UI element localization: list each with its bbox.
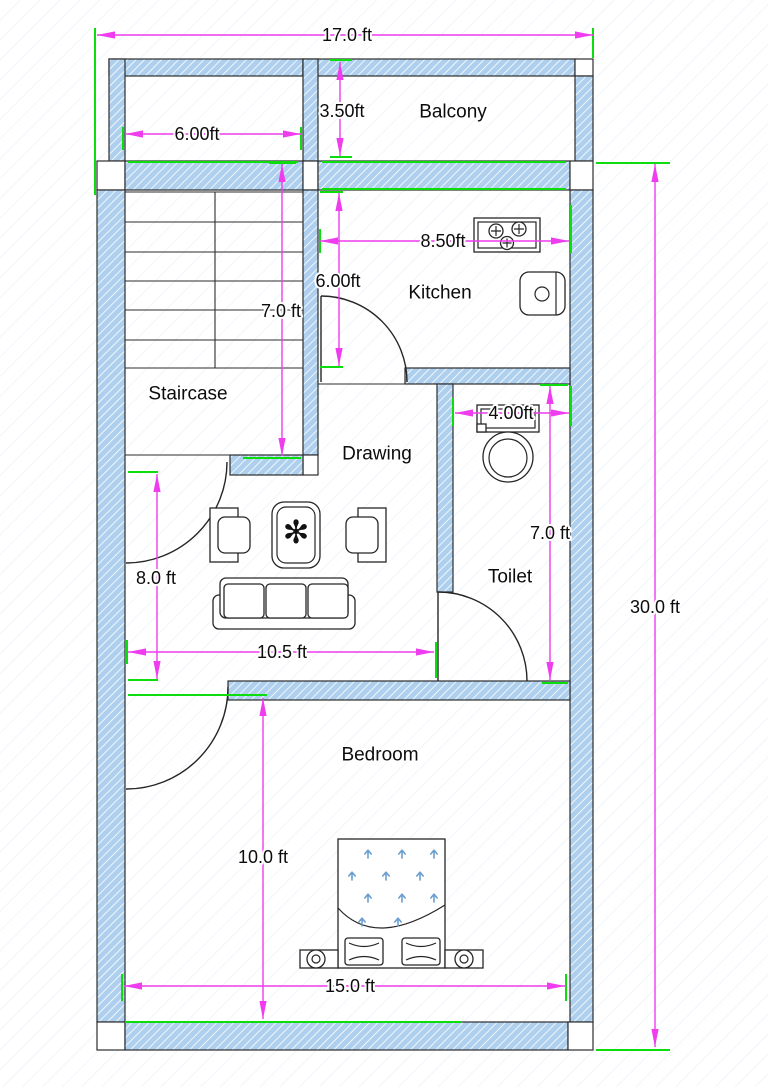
dim-drawing-height: 8.0 ft: [136, 568, 176, 588]
dim-bedroom-width: 15.0 ft: [325, 976, 375, 996]
staircase-corner-column: [302, 454, 319, 476]
toilet-door: [437, 591, 528, 682]
dim-toilet-height: 7.0 ft: [530, 523, 570, 543]
bedroom-top-wall: [227, 680, 571, 701]
balcony-right-wall: [574, 75, 594, 162]
bedroom-furniture: [299, 838, 484, 969]
plant-icon: ✻: [283, 513, 310, 551]
armchair-symbol-left: [209, 507, 251, 563]
dimension-lines: [97, 31, 659, 1047]
room-label-kitchen: Kitchen: [408, 283, 471, 304]
room-label-toilet: Toilet: [488, 567, 533, 588]
dim-kitchen-width: 8.50ft: [420, 231, 465, 251]
dim-overall-width: 17.0 ft: [322, 25, 372, 45]
front-wall-right-column: [569, 160, 594, 191]
top-middle-wall: [302, 58, 319, 162]
dim-overall-height: 30.0 ft: [630, 597, 680, 617]
room-label-bedroom: Bedroom: [341, 745, 418, 766]
dimension-labels: 17.0 ft 6.00ft 3.50ft 8.50ft 6.00ft 7.0 …: [134, 23, 682, 998]
blanket-fold-line: [337, 904, 446, 929]
toilet-left-wall: [436, 383, 454, 593]
bottom-left-column: [96, 1021, 126, 1051]
dim-staircase-height: 7.0 ft: [261, 301, 301, 321]
room-label-balcony: Balcony: [419, 102, 487, 123]
top-right-column: [574, 58, 594, 77]
sofa-symbol: [212, 577, 356, 630]
bedroom-door-swing-arc: [125, 686, 229, 790]
bed-symbol: [337, 838, 446, 969]
dim-drawing-width: 10.5 ft: [257, 642, 307, 662]
dim-balcony-height: 3.50ft: [319, 101, 364, 121]
kitchen-fixtures: [473, 217, 566, 316]
sink-symbol: [519, 271, 566, 316]
side-table-symbol-right: [444, 949, 484, 969]
kitchen-bottom-wall: [404, 367, 571, 385]
room-label-staircase: Staircase: [148, 384, 227, 405]
stove-symbol: [473, 217, 541, 253]
drawing-furniture: ✻: [209, 501, 387, 630]
dim-kitchen-height: 6.00ft: [315, 271, 360, 291]
bottom-wall: [124, 1021, 569, 1051]
front-wall-left-column: [96, 160, 126, 191]
pillow-symbol: [344, 937, 441, 966]
top-room-top-wall: [108, 58, 304, 77]
coffee-table-symbol: ✻: [271, 501, 321, 569]
dim-bedroom-height: 10.0 ft: [238, 847, 288, 867]
bottom-right-column: [567, 1021, 594, 1051]
front-wall-right: [317, 160, 571, 191]
staircase-right-wall: [302, 189, 319, 456]
staircase-steps: [125, 191, 303, 456]
left-outer-wall: [96, 189, 126, 1023]
dim-toilet-width: 4.00ft: [488, 403, 533, 423]
extension-marks: [94, 28, 670, 1051]
front-wall-left: [124, 160, 304, 191]
walls: [96, 58, 594, 1051]
room-labels: Balcony Kitchen Staircase Drawing Toilet…: [147, 100, 534, 767]
armchair-symbol-right: [345, 507, 387, 563]
right-outer-wall: [569, 189, 594, 1023]
drawing-door-swing-arc: [125, 461, 228, 564]
doors: [125, 295, 528, 790]
balcony-top-wall: [302, 58, 576, 77]
room-label-drawing: Drawing: [342, 444, 412, 465]
door-swing-arc: [437, 591, 528, 682]
dim-top-room-width: 6.00ft: [174, 124, 219, 144]
side-table-symbol-left: [299, 949, 339, 969]
front-wall-middle-column: [302, 160, 319, 191]
